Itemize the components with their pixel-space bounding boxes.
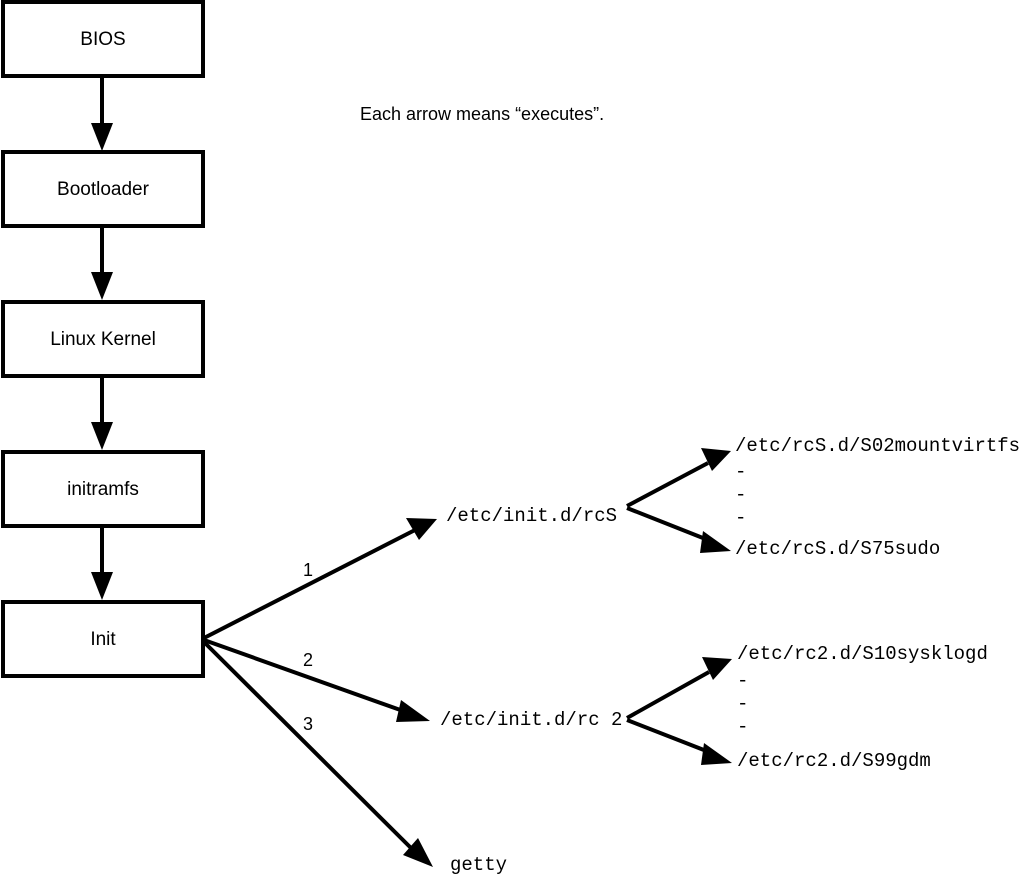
edge-label-2: 2 [303,650,313,670]
stage-box-bios-rect [1,0,205,78]
edge-init-to-getty: 3 [202,640,433,867]
rc2-ellipsis-dash-2: - [737,693,748,715]
stage-box-kernel[interactable]: Linux Kernel [1,300,205,378]
edge-bios-to-bootloader-arrowhead [91,123,113,151]
edge-rc2-to-last-script-line [626,718,710,754]
edge-bootloader-to-kernel-arrowhead [91,272,113,300]
rc2-ellipsis-dash-3: - [737,716,748,738]
stage-box-bios-label: BIOS [80,29,125,50]
edge-rc2-to-last-script-arrowhead [701,743,732,765]
edge-rc2-to-first-script [626,657,732,720]
edge-rcs-to-first-script-arrowhead [701,448,731,471]
stage-box-init-rect [1,600,205,678]
rcs-ellipsis-dash-2: - [735,484,746,506]
edge-rc2-to-last-script [626,718,732,765]
node-label-getty: getty [450,854,507,875]
edge-rcs-to-first-script-line [626,461,709,508]
node-label-rcs-last: /etc/rcS.d/S75sudo [735,538,940,560]
chain-connectors [91,76,113,600]
stage-box-bios[interactable]: BIOS [1,0,205,78]
stage-box-bootloader-rect [1,150,205,228]
edge-init-to-getty-arrowhead [403,838,433,867]
edge-rcs-to-first-script [626,448,731,508]
edge-label-1: 1 [303,560,313,580]
stage-box-init[interactable]: Init [1,600,205,678]
edge-label-3: 3 [303,714,313,734]
rcs-ellipsis-dash-3: - [735,507,746,529]
edge-rc2-to-first-script-arrowhead [702,657,732,680]
edge-kernel-to-initramfs-arrowhead [91,422,113,450]
stage-box-initramfs[interactable]: initramfs [1,450,205,528]
stage-box-initramfs-label: initramfs [67,479,139,500]
stage-box-init-label: Init [90,629,116,650]
node-label-rcs-first: /etc/rcS.d/S02mountvirtfs [735,435,1020,457]
node-label-rc2: /etc/init.d/rc 2 [440,709,622,731]
edge-rc2-to-first-script-line [626,670,710,720]
stage-box-kernel-rect [1,300,205,378]
edge-init-to-getty-line [202,640,413,850]
edge-rcs-to-last-script [626,506,731,553]
edge-init-to-rc2-arrowhead [396,700,430,722]
node-label-rc2-first: /etc/rc2.d/S10sysklogd [737,643,988,665]
edge-init-to-rc2: 2 [203,638,430,722]
node-label-rc2-last: /etc/rc2.d/S99gdm [737,750,931,772]
edge-initramfs-to-init-arrowhead [91,572,113,600]
stage-box-initramfs-rect [1,450,205,528]
stage-box-kernel-label: Linux Kernel [50,329,156,350]
edge-init-to-rc2-line [203,638,407,714]
rcs-ellipsis-dash-1: - [735,461,746,483]
edge-init-to-rcs: 1 [203,518,437,640]
legend-note: Each arrow means “executes”. [360,104,604,124]
stage-box-bootloader[interactable]: Bootloader [1,150,205,228]
node-label-rcs: /etc/init.d/rcS [446,505,617,527]
rc2-ellipsis-dash-1: - [737,670,748,692]
edge-init-to-rcs-arrowhead [406,518,437,540]
edge-rcs-to-last-script-line [626,506,709,542]
edge-init-to-rcs-line [203,528,416,640]
stage-box-bootloader-label: Bootloader [57,179,150,200]
edge-rcs-to-last-script-arrowhead [700,531,731,553]
